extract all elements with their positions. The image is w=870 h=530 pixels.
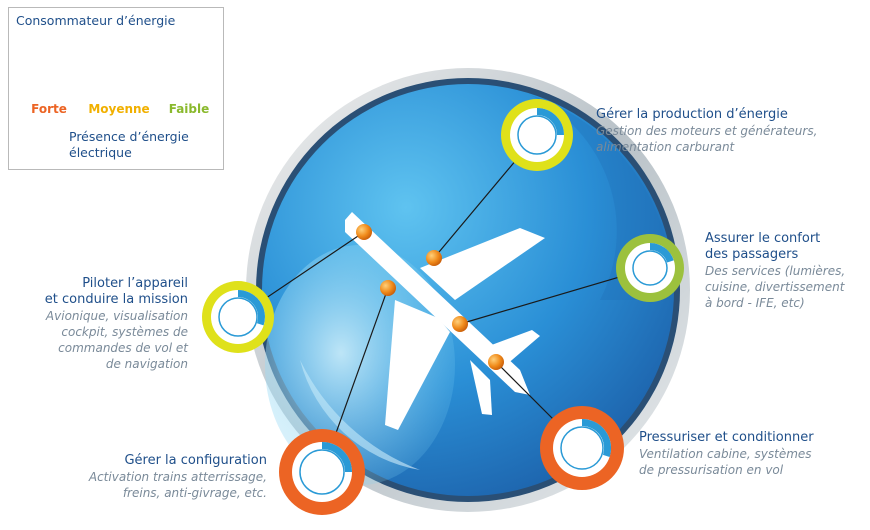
pressuriser-title: Pressuriser et conditionner bbox=[639, 430, 814, 445]
legend-level-moyenne: Moyenne bbox=[88, 102, 150, 116]
legend-level-forte: Forte bbox=[31, 102, 67, 116]
pressuriser-desc-1: Ventilation cabine, systèmes bbox=[639, 447, 812, 461]
ring-configuration bbox=[279, 429, 365, 515]
piloter-title-1: Piloter l’appareil bbox=[82, 276, 188, 291]
production-title: Gérer la production d’énergie bbox=[596, 107, 788, 122]
piloter-desc-2: cockpit, systèmes de bbox=[61, 325, 188, 339]
production-desc-2: alimentation carburant bbox=[596, 140, 735, 154]
confort-desc-2: cuisine, divertissement bbox=[705, 280, 845, 294]
function-piloter: Piloter l’appareil et conduire la missio… bbox=[8, 276, 188, 372]
node-pressuriser bbox=[488, 354, 504, 370]
legend: Consommateur d’énergie Forte Moyenne Fai… bbox=[8, 7, 224, 170]
airplane-nodes bbox=[356, 224, 504, 370]
function-configuration: Gérer la configuration Activation trains… bbox=[20, 453, 267, 501]
configuration-desc-1: Activation trains atterrissage, bbox=[88, 470, 267, 484]
pressuriser-desc-2: de pressurisation en vol bbox=[639, 463, 784, 477]
confort-desc-3: à bord - IFE, etc) bbox=[705, 296, 805, 310]
legend-level-faible: Faible bbox=[168, 102, 210, 116]
node-piloter bbox=[356, 224, 372, 240]
confort-desc-1: Des services (lumières, bbox=[705, 264, 846, 278]
legend-title: Consommateur d’énergie bbox=[16, 13, 176, 28]
production-desc-1: Gestion des moteurs et générateurs, bbox=[596, 124, 818, 138]
function-confort: Assurer le confort des passagers Des ser… bbox=[705, 231, 845, 311]
configuration-desc-2: freins, anti-givrage, etc. bbox=[122, 486, 267, 500]
node-configuration bbox=[380, 280, 396, 296]
legend-electric-label: Présence d’énergie électrique bbox=[69, 129, 189, 160]
ring-confort bbox=[616, 234, 684, 302]
node-production bbox=[426, 250, 442, 266]
node-confort bbox=[452, 316, 468, 332]
function-production: Gérer la production d’énergie Gestion de… bbox=[596, 107, 817, 155]
consumer-rings bbox=[202, 99, 684, 515]
ring-pressuriser bbox=[540, 406, 624, 490]
function-pressuriser: Pressuriser et conditionner Ventilation … bbox=[639, 430, 814, 478]
ring-piloter bbox=[202, 281, 274, 353]
piloter-title-2: et conduire la mission bbox=[44, 292, 188, 307]
ring-production bbox=[501, 99, 573, 171]
confort-title-1: Assurer le confort bbox=[705, 231, 821, 246]
piloter-desc-4: de navigation bbox=[105, 357, 188, 371]
piloter-desc-3: commandes de vol et bbox=[58, 341, 188, 355]
piloter-desc-1: Avionique, visualisation bbox=[45, 309, 188, 323]
configuration-title: Gérer la configuration bbox=[124, 453, 267, 468]
confort-title-2: des passagers bbox=[705, 247, 799, 262]
